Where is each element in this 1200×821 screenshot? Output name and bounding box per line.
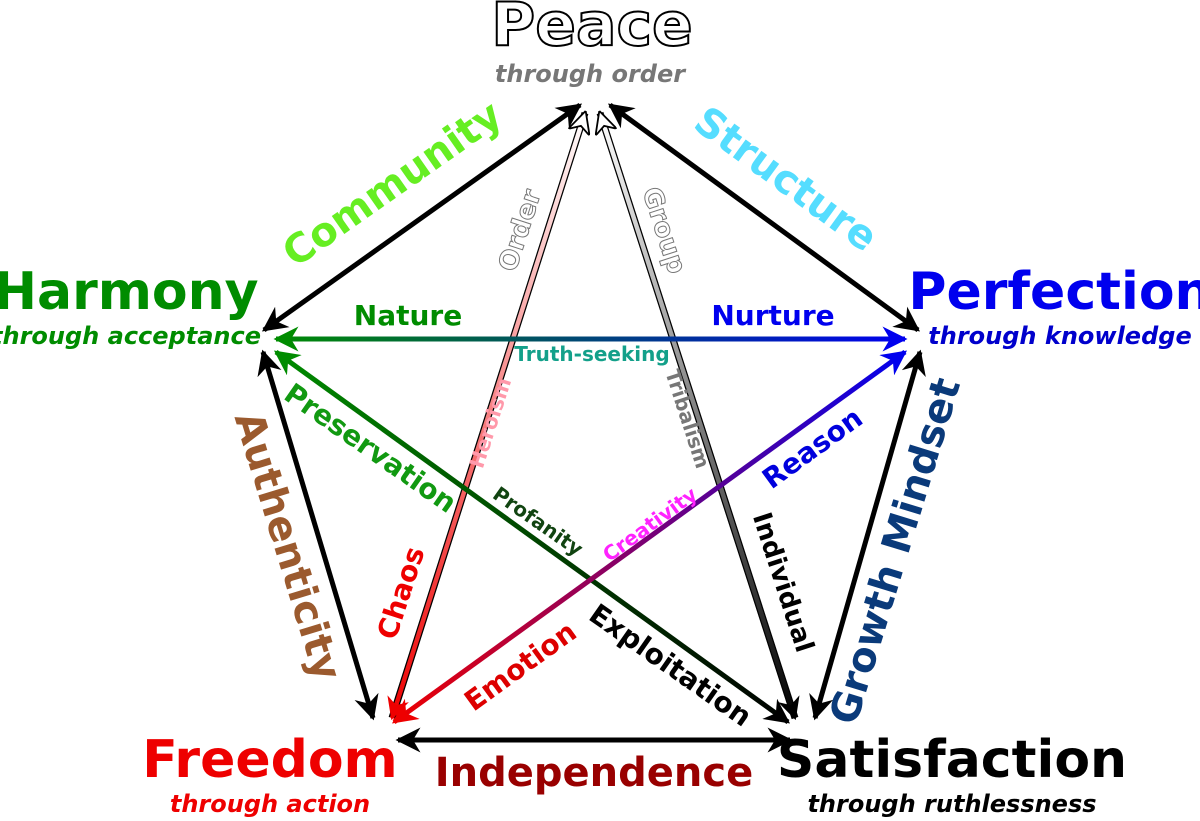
node-satisfaction-title: Satisfaction xyxy=(777,730,1127,790)
diag-group-label: Group xyxy=(636,183,692,277)
node-perfection-title: Perfection xyxy=(908,262,1200,322)
node-harmony-title: Harmony xyxy=(0,262,259,322)
edge-authenticity-label: Authenticity xyxy=(225,407,350,686)
diag-nurture-label: Nurture xyxy=(711,299,834,332)
node-satisfaction-subtitle: through ruthlessness xyxy=(807,790,1096,818)
edge-independence-label: Independence xyxy=(435,750,753,796)
diagonal-reason-emotion xyxy=(391,349,908,725)
diag-exploitation-label: Exploitation xyxy=(583,597,758,733)
diag-profanity-label: Profanity xyxy=(488,482,587,561)
diag-nature-label: Nature xyxy=(354,299,462,332)
diag-creativity-label: Creativity xyxy=(598,482,702,566)
node-harmony-subtitle: through acceptance xyxy=(0,322,261,350)
node-peace-subtitle: through order xyxy=(495,60,687,88)
edge-community-label: Community xyxy=(274,92,510,277)
node-freedom-subtitle: through action xyxy=(170,790,370,818)
node-perfection-subtitle: through knowledge xyxy=(928,322,1191,350)
diag-individual-label: Individual xyxy=(746,509,819,656)
node-peace-title: Peace xyxy=(491,0,692,60)
node-freedom-title: Freedom xyxy=(142,730,398,790)
diag-heroism-label: Heroism xyxy=(464,375,516,471)
diag-truth-label: Truth-seeking xyxy=(514,342,669,366)
diag-tribalism-label: Tribalism xyxy=(660,366,714,471)
